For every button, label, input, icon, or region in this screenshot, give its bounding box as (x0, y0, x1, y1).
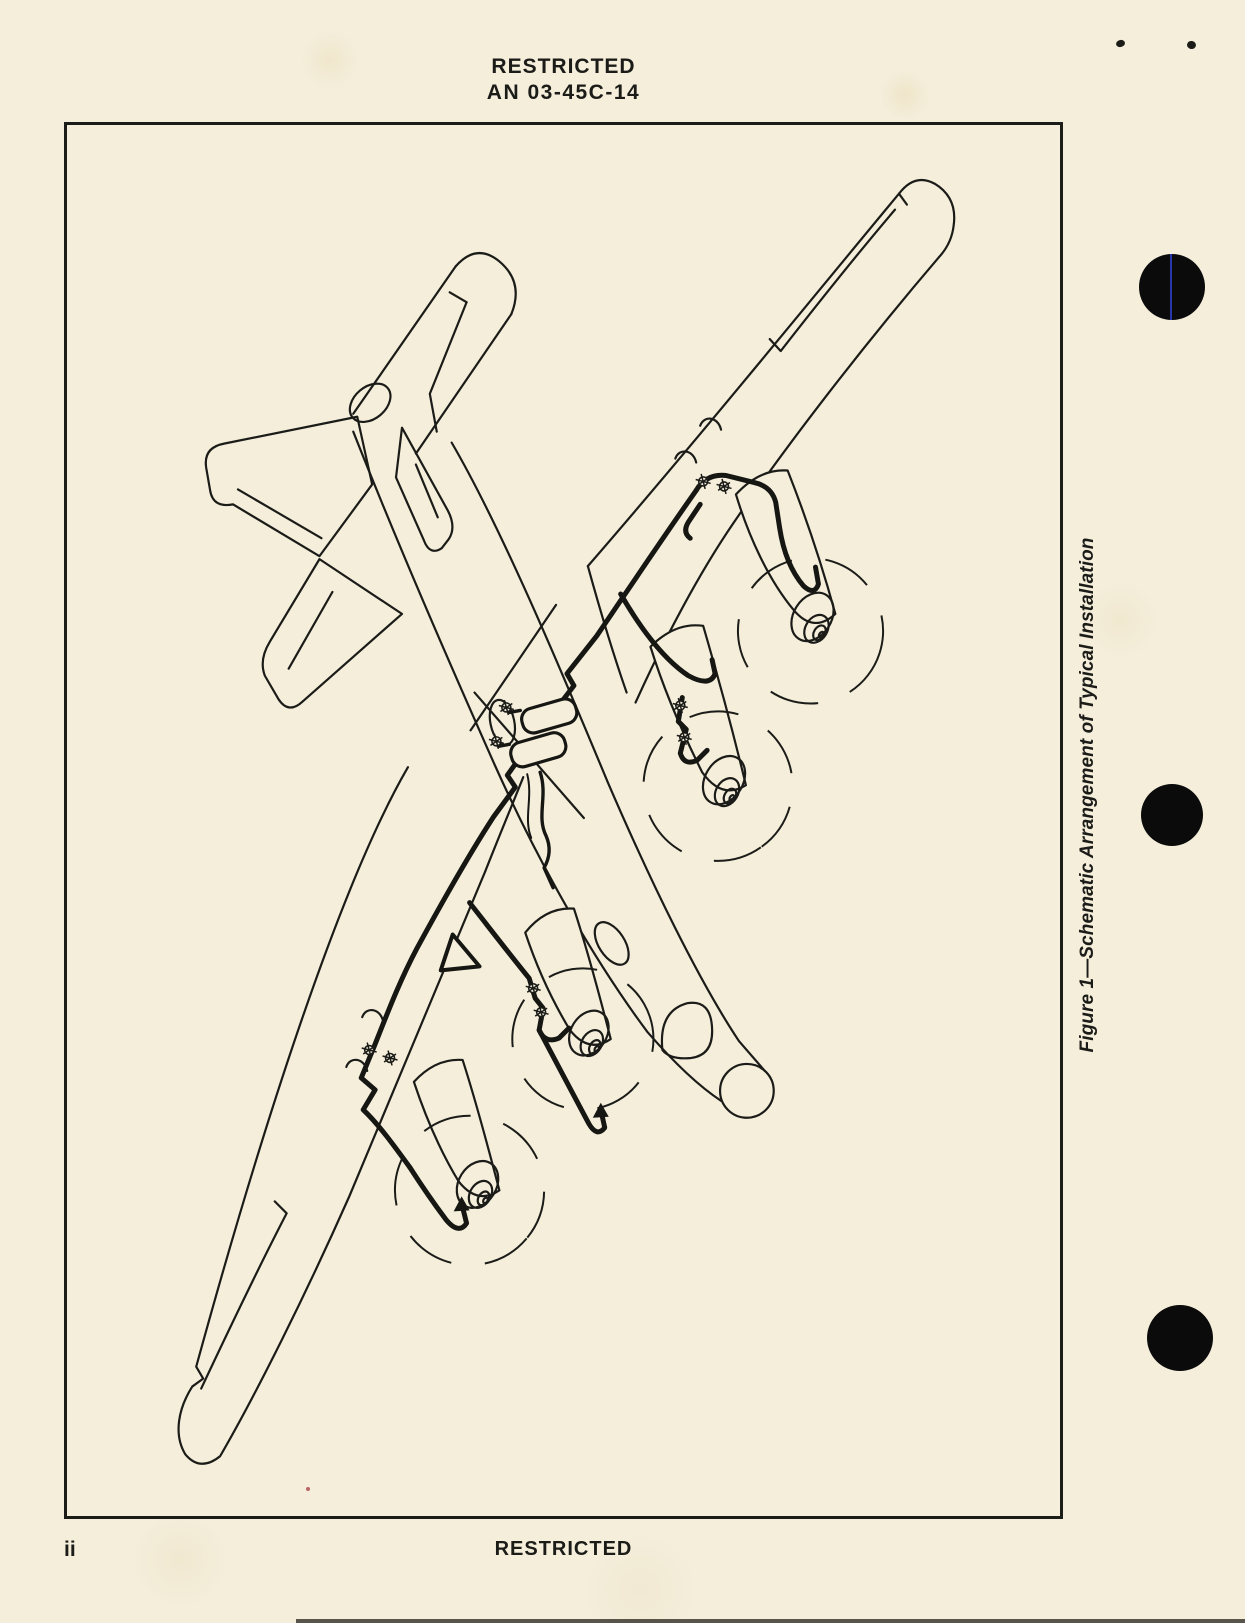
header-doc-number: AN 03-45C-14 (486, 81, 641, 104)
empennage (204, 252, 517, 709)
ink-speck (1115, 38, 1126, 49)
figure-caption: Figure 1—Schematic Arrangement of Typica… (1077, 537, 1098, 1053)
aircraft-schematic-drawing (177, 178, 956, 1465)
engine-nacelle-2-inboard-right (642, 624, 794, 862)
header-classification: RESTRICTED (491, 55, 636, 78)
ink-speck (306, 1487, 310, 1491)
engine-nacelle-3-inboard-left (511, 907, 655, 1111)
page-header: RESTRICTED AN 03-45C-14 (64, 54, 1063, 106)
co2-cylinders (496, 697, 579, 769)
engine-nacelle-4-outboard-left (394, 1058, 546, 1267)
scan-edge-shadow (296, 1619, 1245, 1623)
engine-nacelle-1-outboard-right (734, 469, 885, 705)
page-number: ii (64, 1538, 76, 1561)
punch-hole (1141, 784, 1203, 846)
fire-extinguisher-lines (358, 472, 821, 1231)
footer-classification: RESTRICTED (494, 1538, 633, 1560)
ink-speck (1186, 40, 1197, 50)
punch-hole (1147, 1305, 1213, 1371)
blue-pen-mark (1170, 254, 1172, 320)
left-wing (177, 766, 525, 1465)
right-wing (586, 178, 956, 704)
figure-border-box (64, 122, 1063, 1519)
punch-hole (1139, 254, 1205, 320)
